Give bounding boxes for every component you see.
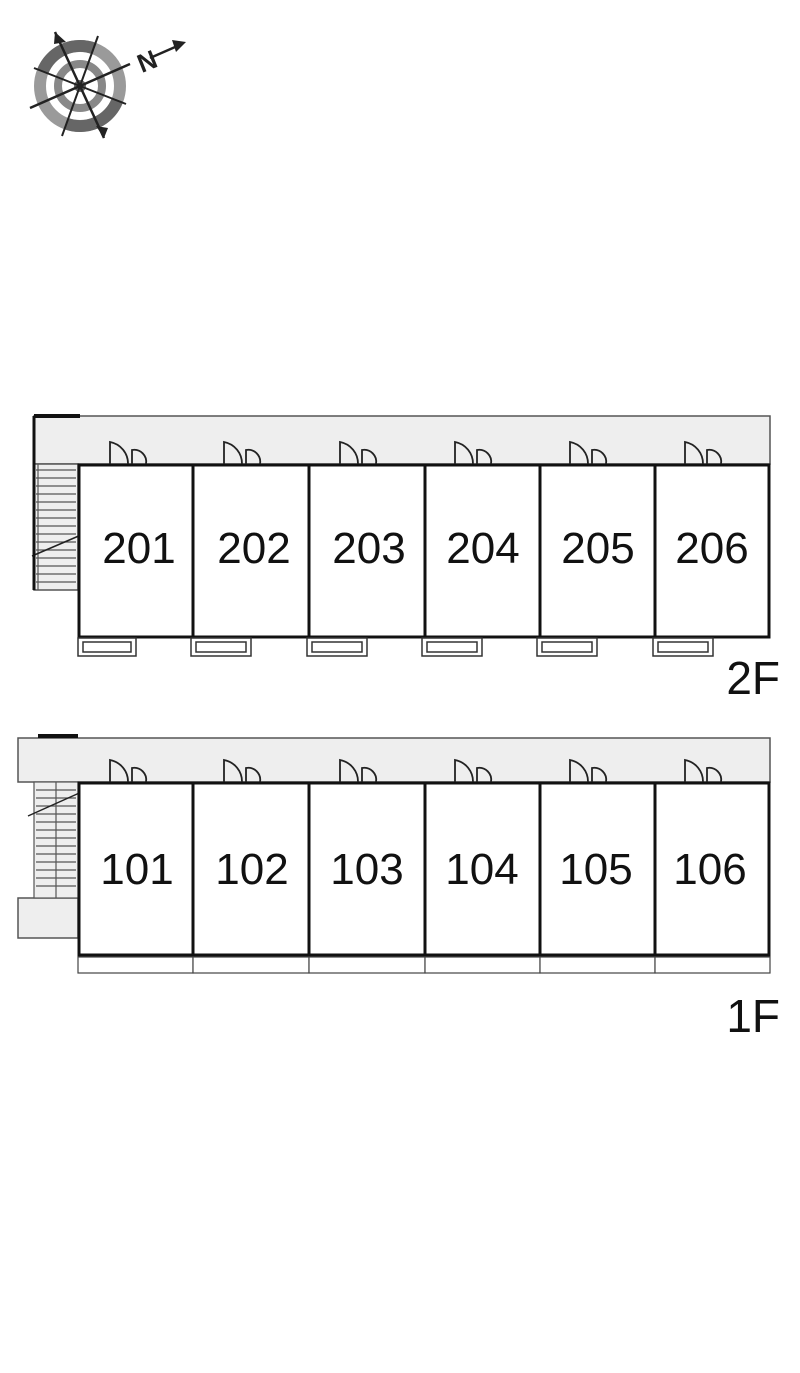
stair-landing (33, 463, 79, 591)
unit-204: 204 (423, 463, 542, 639)
unit-number: 201 (102, 524, 175, 573)
unit-number: 101 (100, 845, 173, 894)
entrance-landing (17, 897, 79, 939)
corridor (33, 415, 771, 465)
floor-label-2f: 2F (726, 652, 780, 704)
unit-206: 206 (653, 463, 771, 639)
floor-2f: 201 202 203 204 205 206 (31, 414, 780, 704)
unit-103: 103 (307, 781, 427, 957)
staircase (27, 781, 87, 899)
terraces-1f (77, 956, 771, 974)
unit-105: 105 (538, 781, 657, 957)
unit-number: 104 (445, 845, 518, 894)
unit-number: 204 (446, 524, 519, 573)
floor-1f: 101 102 103 104 105 106 (17, 734, 780, 1042)
compass-rose-icon: N (29, 31, 186, 139)
unit-201: 201 (77, 463, 195, 639)
balconies-2f (77, 637, 714, 657)
staircase (31, 464, 89, 590)
unit-number: 106 (673, 845, 746, 894)
unit-number: 203 (332, 524, 405, 573)
unit-101: 101 (77, 781, 195, 957)
unit-203: 203 (307, 463, 427, 639)
unit-106: 106 (653, 781, 771, 957)
unit-number: 202 (217, 524, 290, 573)
unit-102: 102 (191, 781, 311, 957)
unit-number: 102 (215, 845, 288, 894)
unit-202: 202 (191, 463, 311, 639)
door-icons-2f (109, 440, 723, 465)
unit-number: 103 (330, 845, 403, 894)
unit-row-2f: 201 202 203 204 205 206 (77, 463, 771, 639)
corridor (17, 737, 771, 783)
unit-number: 206 (675, 524, 748, 573)
compass-north-label: N (133, 44, 162, 79)
unit-row-1f: 101 102 103 104 105 106 (77, 781, 771, 957)
floor-label-1f: 1F (726, 990, 780, 1042)
door-icons-1f (109, 758, 723, 783)
unit-205: 205 (538, 463, 657, 639)
unit-number: 105 (559, 845, 632, 894)
unit-number: 205 (561, 524, 634, 573)
unit-104: 104 (423, 781, 542, 957)
